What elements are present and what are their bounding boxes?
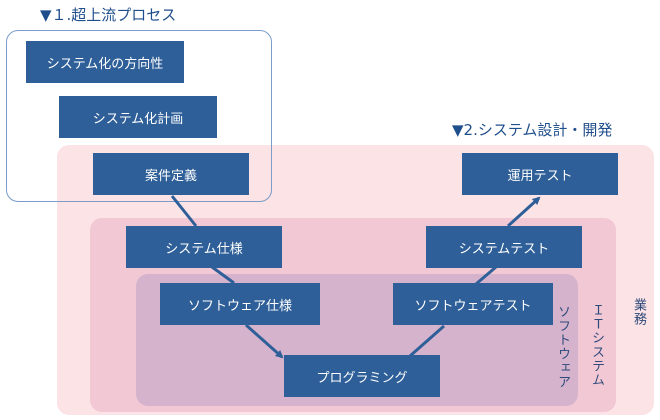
connector-software-spec-to-programming — [245, 323, 284, 359]
connector-system-test-to-operation-test — [506, 196, 541, 228]
system-design-heading: ▼2.システム設計・開発 — [452, 121, 613, 139]
operation-test-box: 運用テスト — [462, 153, 618, 195]
system-spec-box: システム仕様 — [126, 226, 282, 268]
system-plan-box: システム化計画 — [59, 96, 217, 138]
requirements-box: 案件定義 — [93, 153, 249, 195]
upstream-process-frame — [6, 30, 272, 202]
system-test-box: システムテスト — [426, 226, 582, 268]
upstream-process-heading: ▼１.超上流プロセス — [40, 6, 177, 24]
software-test-box: ソフトウェアテスト — [393, 283, 553, 325]
programming-box: プログラミング — [284, 355, 440, 397]
connector-software-test-to-system-test — [475, 265, 497, 286]
system-direction-box: システム化の方向性 — [26, 41, 184, 83]
connector-requirements-to-system-spec — [170, 195, 198, 227]
it-system-label: ＩＴシステム — [589, 303, 604, 387]
connector-programming-to-software-test — [409, 324, 445, 358]
software-spec-box: ソフトウェア仕様 — [160, 283, 320, 325]
software-label: ソフトウェア — [555, 305, 570, 389]
business-label: 業務 — [631, 298, 646, 326]
connector-system-spec-to-software-spec — [211, 265, 235, 285]
